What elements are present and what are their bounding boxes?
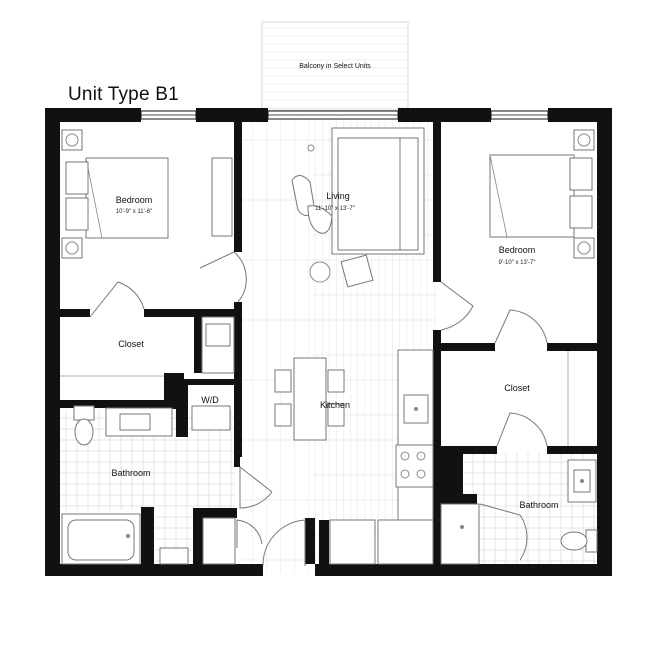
walls <box>45 108 612 576</box>
wd-area: W/D <box>191 395 231 431</box>
bedroom-left-label: Bedroom <box>116 195 153 205</box>
living-dims: 11'-10" x 13'-7" <box>315 206 355 212</box>
closet-left-label: Closet <box>118 339 144 349</box>
balcony: Balcony in Select Units <box>261 21 409 111</box>
bathroom-right: Bathroom <box>440 459 598 565</box>
kitchen-label: Kitchen <box>320 400 350 410</box>
balcony-label: Balcony in Select Units <box>299 63 371 70</box>
closet-right: Closet <box>504 351 569 446</box>
bedroom-left-dims: 10'-9" x 11'-6" <box>116 209 152 215</box>
closet-right-label: Closet <box>504 383 530 393</box>
kitchen: Kitchen <box>274 349 434 565</box>
closet-left: Closet <box>60 316 235 377</box>
living-furniture: Living 11'-10" x 13'-7" <box>291 127 425 288</box>
bathroom-left: Bathroom <box>61 405 236 565</box>
bedroom-left-furniture: Bedroom 10'-9" x 11'-6" <box>61 129 233 259</box>
windows <box>140 110 549 120</box>
wd-label: W/D <box>201 395 219 405</box>
bedroom-right-label: Bedroom <box>499 245 536 255</box>
unit-title: Unit Type B1 <box>68 84 179 105</box>
doors <box>89 251 548 567</box>
living-label: Living <box>326 191 350 201</box>
bathroom-left-label: Bathroom <box>111 468 150 478</box>
bedroom-right-dims: 9'-10" x 13'-7" <box>499 260 536 266</box>
bedroom-right-furniture: Bedroom 9'-10" x 13'-7" <box>489 129 595 266</box>
bathroom-right-label: Bathroom <box>519 500 558 510</box>
